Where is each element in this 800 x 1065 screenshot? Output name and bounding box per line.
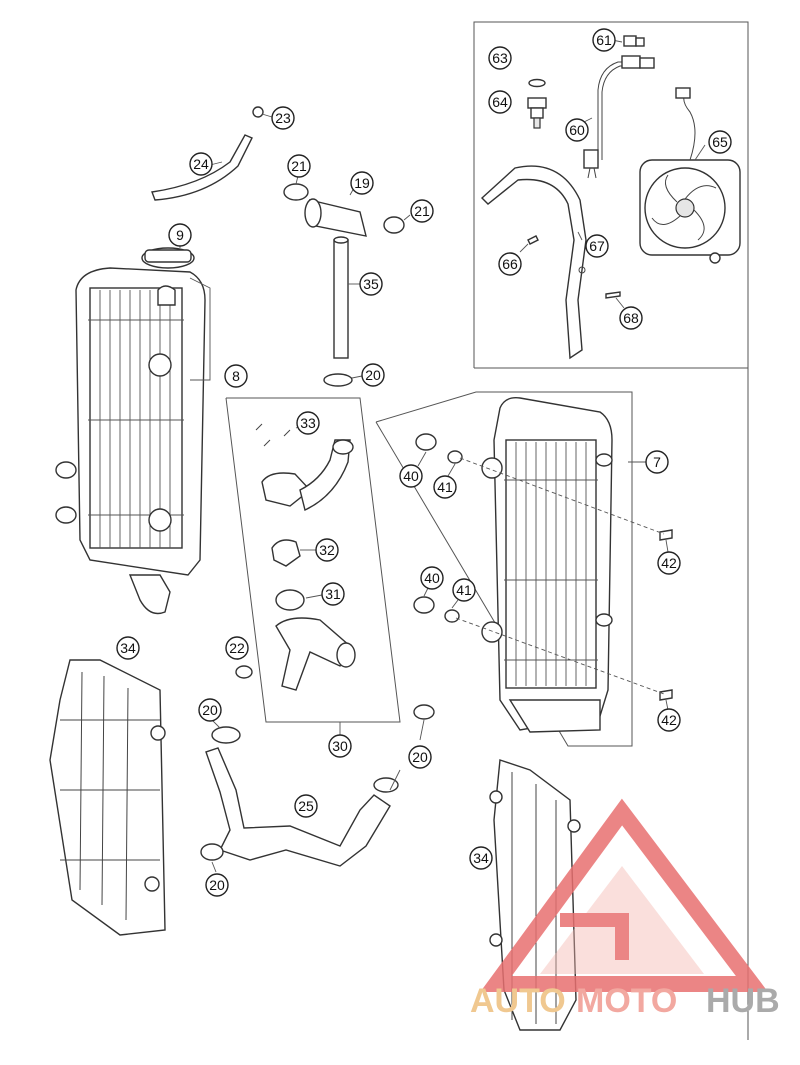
svg-text:41: 41 <box>456 582 472 598</box>
svg-text:61: 61 <box>596 32 612 48</box>
svg-text:40: 40 <box>403 468 419 484</box>
svg-text:21: 21 <box>291 158 307 174</box>
left-radiator-fins <box>88 290 184 548</box>
fan-wiring-harness <box>583 35 655 179</box>
callout-30: 30 <box>328 734 352 758</box>
callout-9: 9 <box>168 223 192 247</box>
svg-text:40: 40 <box>424 570 440 586</box>
watermark-auto: AUTO <box>470 982 566 1020</box>
left-radiator <box>55 267 206 615</box>
callout-20-left: 20 <box>198 698 222 722</box>
callout-24: 24 <box>189 152 213 176</box>
svg-text:32: 32 <box>319 542 335 558</box>
mounting-hardware <box>413 433 673 701</box>
svg-text:35: 35 <box>363 276 379 292</box>
callout-41-top: 41 <box>433 475 457 499</box>
callout-31: 31 <box>321 582 345 606</box>
svg-text:60: 60 <box>569 122 585 138</box>
callout-33: 33 <box>296 411 320 435</box>
callout-42-bottom: 42 <box>657 708 681 732</box>
svg-text:20: 20 <box>412 749 428 765</box>
lower-hose <box>200 704 435 867</box>
callout-42-top: 42 <box>657 551 681 575</box>
svg-text:42: 42 <box>661 712 677 728</box>
svg-text:31: 31 <box>325 586 341 602</box>
svg-text:20: 20 <box>365 367 381 383</box>
watermark-moto: MOTO <box>576 982 677 1020</box>
svg-text:34: 34 <box>473 850 489 866</box>
callout-65: 65 <box>708 130 732 154</box>
svg-text:67: 67 <box>589 238 605 254</box>
svg-text:23: 23 <box>275 110 291 126</box>
callout-23: 23 <box>271 106 295 130</box>
svg-text:68: 68 <box>623 310 639 326</box>
callout-34-left: 34 <box>116 636 140 660</box>
thermostat-group-frame <box>225 397 401 742</box>
callout-21-right: 21 <box>410 199 434 223</box>
callout-8: 8 <box>224 364 248 388</box>
callout-20-top: 20 <box>361 363 385 387</box>
watermark-logo <box>480 798 769 992</box>
callout-20-right: 20 <box>408 745 432 769</box>
right-radiator <box>481 397 613 733</box>
callout-61: 61 <box>592 28 616 52</box>
radiator-cap <box>141 247 195 269</box>
callout-25: 25 <box>294 794 318 818</box>
leader-lines <box>179 39 706 873</box>
callout-19: 19 <box>350 171 374 195</box>
upper-hose-assembly <box>151 106 405 387</box>
callout-64: 64 <box>488 90 512 114</box>
svg-text:63: 63 <box>492 50 508 66</box>
svg-text:20: 20 <box>202 702 218 718</box>
callout-41-bottom: 41 <box>452 578 476 602</box>
callout-67: 67 <box>585 234 609 258</box>
bracket-bolts <box>527 235 621 299</box>
callout-40-top: 40 <box>399 464 423 488</box>
callout-32: 32 <box>315 538 339 562</box>
callout-21-left: 21 <box>287 154 311 178</box>
svg-text:66: 66 <box>502 256 518 272</box>
svg-text:30: 30 <box>332 738 348 754</box>
callout-20-bottom: 20 <box>205 873 229 897</box>
svg-text:21: 21 <box>414 203 430 219</box>
svg-text:41: 41 <box>437 479 453 495</box>
svg-text:24: 24 <box>193 156 209 172</box>
svg-text:42: 42 <box>661 555 677 571</box>
callout-66: 66 <box>498 252 522 276</box>
svg-text:65: 65 <box>712 134 728 150</box>
thermostat-housing <box>255 423 356 691</box>
svg-text:19: 19 <box>354 175 370 191</box>
left-radiator-guard <box>49 659 166 936</box>
svg-text:8: 8 <box>232 368 240 384</box>
callout-34-right: 34 <box>469 846 493 870</box>
callout-68: 68 <box>619 306 643 330</box>
temperature-switch <box>527 78 547 129</box>
svg-text:7: 7 <box>653 454 661 470</box>
callout-60: 60 <box>565 118 589 142</box>
callout-7: 7 <box>645 450 669 474</box>
callout-22: 22 <box>225 636 249 660</box>
callout-40-bottom: 40 <box>420 566 444 590</box>
svg-text:64: 64 <box>492 94 508 110</box>
fan-assembly-frame <box>473 21 749 1040</box>
cooling-fan <box>639 87 741 264</box>
svg-text:25: 25 <box>298 798 314 814</box>
right-radiator-fins <box>504 442 598 686</box>
callout-63: 63 <box>488 46 512 70</box>
callout-35: 35 <box>359 272 383 296</box>
hose-clamp-22 <box>235 665 253 679</box>
fan-bracket <box>480 165 587 360</box>
svg-text:9: 9 <box>176 227 184 243</box>
svg-text:20: 20 <box>209 877 225 893</box>
svg-text:33: 33 <box>300 415 316 431</box>
svg-text:34: 34 <box>120 640 136 656</box>
svg-text:22: 22 <box>229 640 245 656</box>
watermark-hub: HUB <box>706 982 780 1020</box>
